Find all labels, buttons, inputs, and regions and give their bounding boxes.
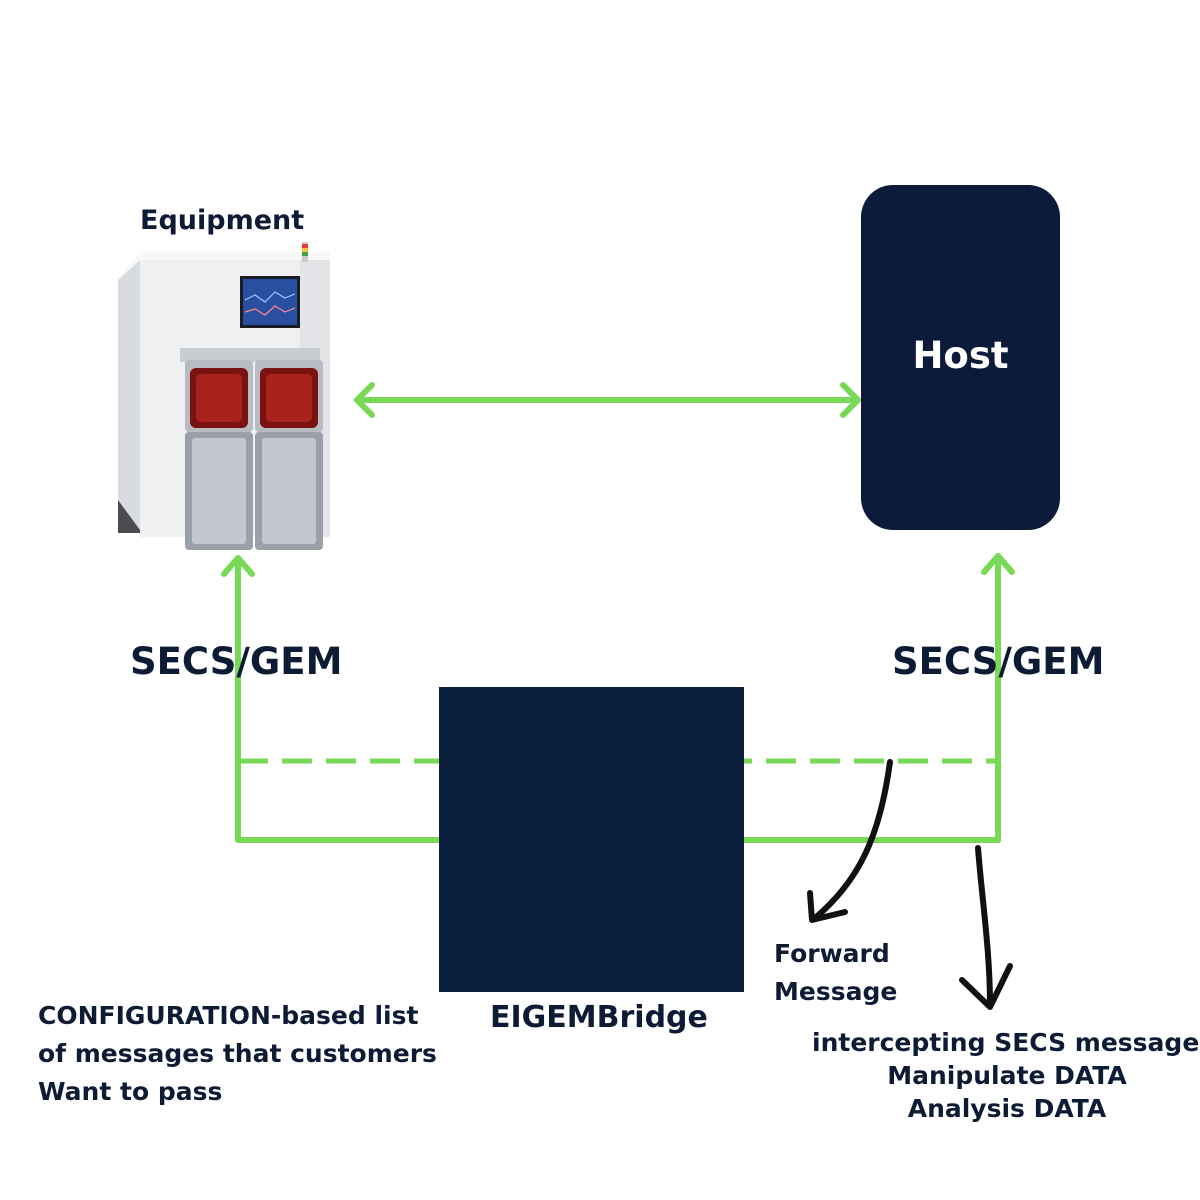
semiconductor-equipment-icon [118,242,330,550]
forward-arrowhead [807,890,848,923]
host-box: Host [861,185,1060,530]
eigembridge-label: EIGEMBridge [490,1000,708,1035]
link-arrowhead-right [840,382,861,418]
secs-gem-label-right: SECS/GEM [892,640,1105,683]
equipment-label: Equipment [140,205,305,236]
config-note-line: of messages that customers [38,1039,437,1068]
intercept-arrowhead [959,963,1013,1010]
intercept-note: intercepting SECS messages Manipulate DA… [812,1026,1200,1125]
forward-message-label: Forward Message [774,935,897,1011]
forward-label-line: Message [774,977,898,1006]
left-arrowhead [221,555,255,577]
config-note-line: CONFIGURATION-based list [38,1001,419,1030]
host-label: Host [912,334,1009,377]
link-arrowhead-left [354,382,375,418]
config-note-line: Want to pass [38,1077,223,1106]
secs-gem-label-left: SECS/GEM [130,640,343,683]
intercept-note-line: intercepting SECS messages [812,1028,1200,1057]
intercept-note-line: Manipulate DATA [887,1061,1127,1090]
forward-curve-arrow [812,759,893,921]
eigembridge-box [439,687,744,992]
right-arrowhead [981,553,1015,575]
forward-label-line: Forward [774,939,890,968]
intercept-note-line: Analysis DATA [907,1094,1107,1123]
intercept-arrow [975,845,993,1008]
configuration-note: CONFIGURATION-based list of messages tha… [38,997,438,1111]
